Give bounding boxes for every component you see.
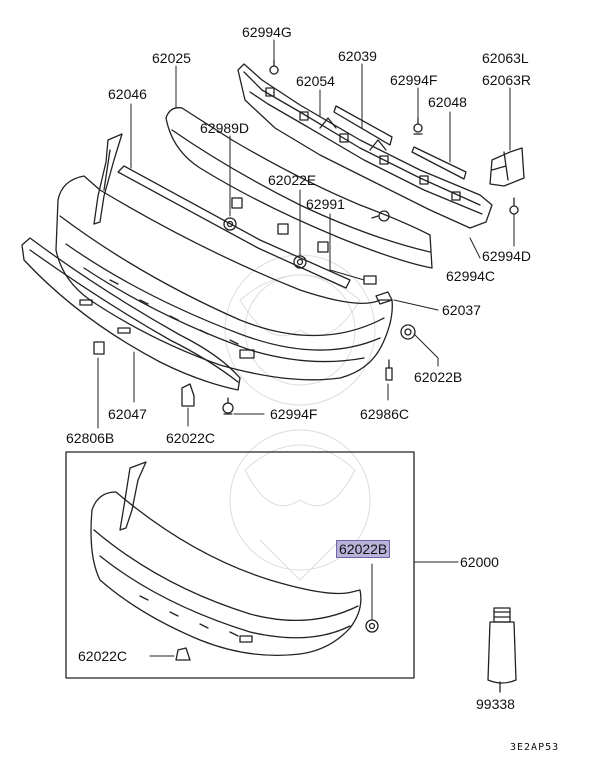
bracket-62063	[489, 147, 525, 187]
label-62994F-bottom: 62994F	[270, 406, 318, 422]
label-62037: 62037	[442, 302, 481, 318]
side-bracket-62046	[93, 133, 123, 225]
label-62994D: 62994D	[482, 248, 532, 264]
bumper-face	[55, 175, 393, 381]
lower-strip-62047	[21, 237, 241, 391]
label-62000: 62000	[460, 554, 499, 570]
inset-clip-62022C	[175, 647, 191, 661]
label-62054: 62054	[296, 73, 335, 89]
clip-62022C-top	[181, 383, 195, 407]
paint-bottle-99338	[487, 607, 517, 693]
label-62989D: 62989D	[200, 120, 250, 136]
diagram-code: 3E2AP53	[510, 742, 560, 753]
clip-62991	[363, 275, 377, 285]
label-62039: 62039	[338, 48, 377, 64]
bolt-62986C	[385, 359, 393, 381]
clip-62989D	[223, 217, 237, 231]
label-62048: 62048	[428, 94, 467, 110]
strip-62048	[411, 146, 467, 180]
label-62806B: 62806B	[66, 430, 115, 446]
label-62022C-inset: 62022C	[78, 648, 128, 664]
inset-clip-62022B	[365, 619, 379, 633]
label-62046: 62046	[108, 86, 147, 102]
screw-62994C	[371, 210, 390, 222]
label-62022B-top: 62022B	[414, 369, 463, 385]
label-62047: 62047	[108, 406, 147, 422]
label-62022B-highlighted: 62022B	[336, 540, 391, 558]
label-62991: 62991	[306, 196, 345, 212]
assembly-inset-box	[65, 451, 415, 679]
strip-62054	[333, 105, 393, 146]
screw-62994D	[509, 197, 519, 215]
label-62022E: 62022E	[268, 172, 317, 188]
clip-62022B-top	[400, 324, 416, 340]
label-62025: 62025	[152, 50, 191, 66]
label-62994C: 62994C	[446, 268, 496, 284]
inset-bumper-assembly	[90, 461, 362, 656]
bracket-62037	[375, 291, 393, 305]
label-62986C: 62986C	[360, 406, 410, 422]
label-62994F-top: 62994F	[390, 72, 438, 88]
upper-strip-62046	[117, 165, 351, 289]
leader-lines	[97, 39, 515, 429]
label-62063L: 62063L	[482, 50, 529, 66]
label-62022C-top: 62022C	[166, 430, 216, 446]
label-99338: 99338	[476, 696, 515, 712]
label-62994G: 62994G	[242, 24, 292, 40]
label-62063R: 62063R	[482, 72, 532, 88]
clip-62806B	[93, 341, 105, 355]
reinforcement-bar-62039	[237, 63, 493, 229]
screw-62994F-bottom	[222, 397, 234, 415]
